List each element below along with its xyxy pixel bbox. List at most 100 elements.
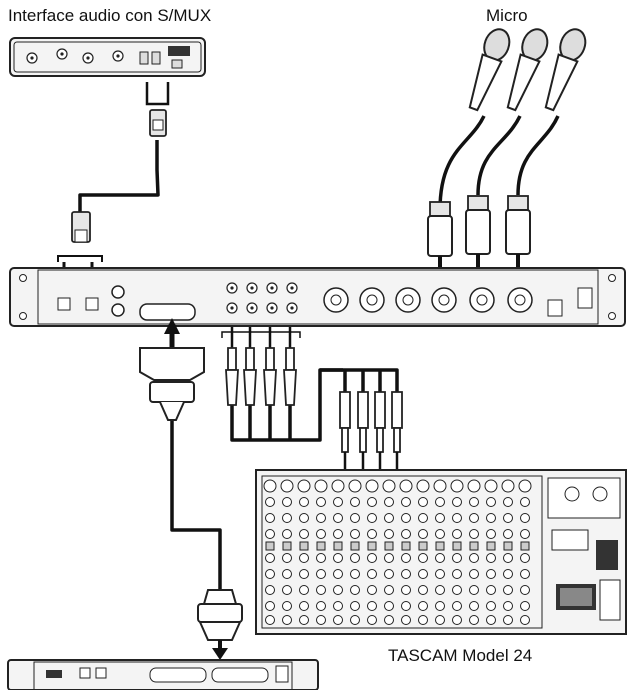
mixer-knob (401, 513, 411, 523)
mixer-knob (401, 585, 411, 595)
mixer-knob (316, 615, 326, 625)
mixer-knob (382, 479, 396, 493)
mixer-knob (333, 569, 343, 579)
dsub-connector-icon (139, 347, 205, 421)
mixer-knob (418, 601, 428, 611)
mixer-knob (452, 553, 462, 563)
mixer-knob (401, 497, 411, 507)
mixer-knob (418, 569, 428, 579)
mixer-knob (350, 615, 360, 625)
mixer-knob (484, 479, 498, 493)
mixer-knob (333, 601, 343, 611)
mixer-knob (503, 529, 513, 539)
dsub-connector-icon (197, 589, 243, 660)
mixer-knob (503, 513, 513, 523)
mixer-knob (265, 601, 275, 611)
mixer-button (265, 541, 275, 551)
mixer-knob (265, 513, 275, 523)
trs-bundle (230, 368, 343, 442)
mixer-knob (501, 479, 515, 493)
mixer-knob (503, 569, 513, 579)
optical-plug-top (145, 82, 170, 137)
mixer-knob (401, 569, 411, 579)
mixer-knob (469, 553, 479, 563)
mixer-knob (384, 553, 394, 563)
mixer-knob (467, 479, 481, 493)
mixer-knob (520, 553, 530, 563)
mixer-knob (401, 553, 411, 563)
mixer-knob (452, 615, 462, 625)
mixer-knob (348, 479, 362, 493)
mixer-button (418, 541, 428, 551)
mixer-knob (282, 553, 292, 563)
mixer-knob (469, 497, 479, 507)
mixer-knob (418, 497, 428, 507)
mixer-knob (331, 479, 345, 493)
mixer-knob (401, 529, 411, 539)
mixer-knob (350, 513, 360, 523)
mixer-knob (280, 479, 294, 493)
mixer-knob (452, 513, 462, 523)
mixer-knob (316, 529, 326, 539)
microphone-icon (506, 28, 549, 112)
mixer-knob (486, 569, 496, 579)
mixer-knob (452, 569, 462, 579)
mixer-knob (486, 601, 496, 611)
trs-top-runs (320, 368, 399, 392)
mixer-knob (350, 553, 360, 563)
mixer-knob (299, 497, 309, 507)
trs-jack-icon (225, 347, 297, 406)
mixer-knob (503, 553, 513, 563)
mixer-button (316, 541, 326, 551)
mixer-knob (367, 569, 377, 579)
mixer-knob (520, 601, 530, 611)
mixer-knob (265, 615, 275, 625)
mixer-knob (367, 553, 377, 563)
mixer-knob (416, 479, 430, 493)
mixer-button (520, 541, 530, 551)
mixer-button (469, 541, 479, 551)
mixer-knob (367, 497, 377, 507)
mixer-knob (297, 479, 311, 493)
mixer-knob (520, 513, 530, 523)
mixer-knob (418, 553, 428, 563)
mixer-button (401, 541, 411, 551)
mixer-button (333, 541, 343, 551)
mixer-knob (401, 615, 411, 625)
mixer-button (486, 541, 496, 551)
mixer-button (299, 541, 309, 551)
mixer-button (435, 541, 445, 551)
mixer-knob (265, 529, 275, 539)
mixer-knob (486, 615, 496, 625)
mixer-knob (333, 615, 343, 625)
mixer-knob (503, 601, 513, 611)
mixer-knob (367, 513, 377, 523)
mixer-knob (435, 529, 445, 539)
mixer-knob (384, 529, 394, 539)
mixer-knob (384, 615, 394, 625)
audio-interface-device (9, 37, 206, 77)
mixer-knob (401, 601, 411, 611)
mixer-button (350, 541, 360, 551)
mixer-knob (282, 615, 292, 625)
mixer-knob (314, 479, 328, 493)
mixer-knob (469, 569, 479, 579)
mixer-knob (265, 497, 275, 507)
mixer-knob (469, 585, 479, 595)
mixer-knob (282, 513, 292, 523)
mixer-knob (384, 497, 394, 507)
trs-jack-icon (339, 391, 403, 453)
mixer-knob (316, 585, 326, 595)
mixer-knob (435, 569, 445, 579)
mixer-knob (282, 529, 292, 539)
mixer-knob (520, 569, 530, 579)
mixer-knob (469, 513, 479, 523)
mixer-button (384, 541, 394, 551)
mixer-knob (384, 601, 394, 611)
mixer-knob (350, 601, 360, 611)
trs-leads (230, 318, 292, 348)
mixer-knob (486, 497, 496, 507)
mixer-button (367, 541, 377, 551)
mixer-knob (384, 513, 394, 523)
